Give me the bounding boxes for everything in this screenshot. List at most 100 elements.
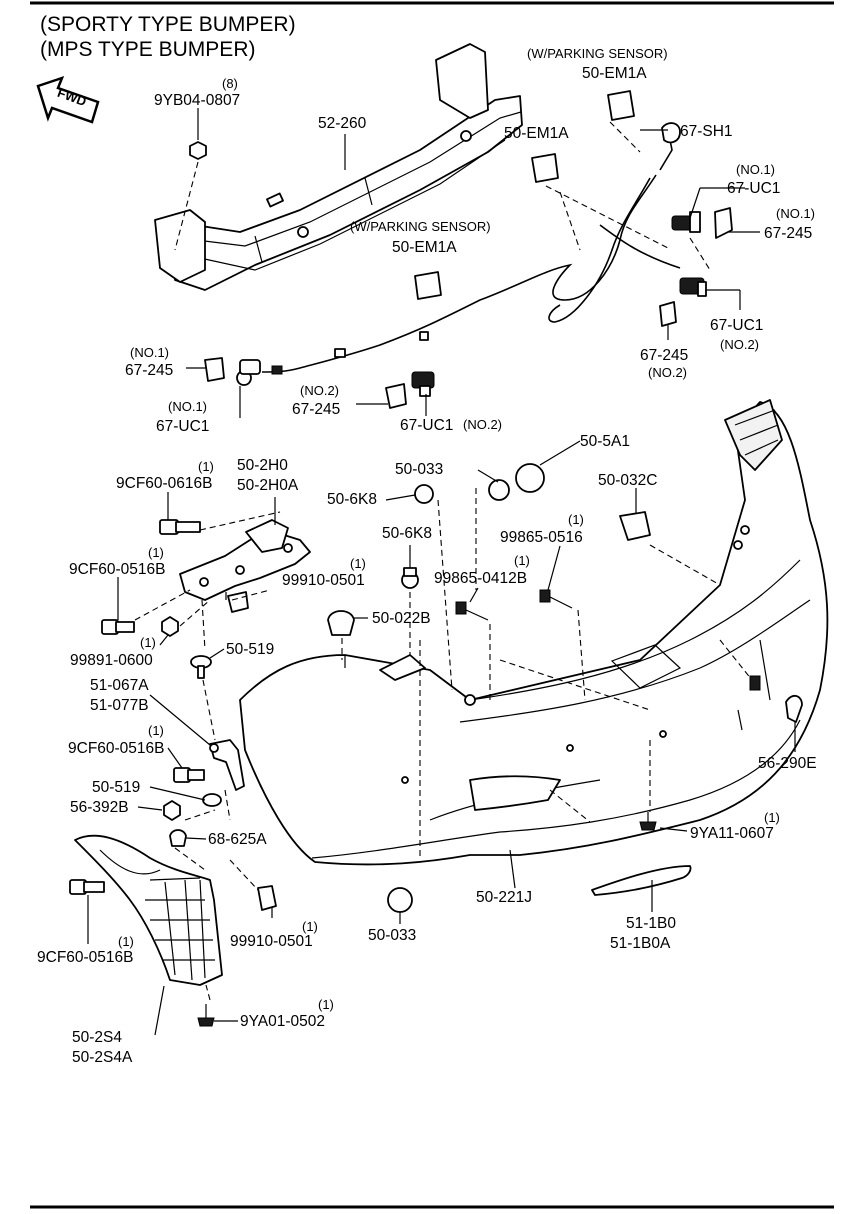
label-9cf60-0516b-a-qty: (1) [148,545,164,560]
label-99865-0412b-qty: (1) [514,553,530,568]
clip-50-032c [619,511,651,541]
bolt-9cf60-0516b-b [173,767,205,783]
label-no1-c: (NO.1) [130,345,169,360]
cap-50-5a1 [515,463,545,493]
label-50-2s4a: 50-2S4A [72,1049,133,1066]
fwd-arrow-icon: FWD [36,75,100,124]
label-9yb04: 9YB04-0807 [154,92,240,109]
clip-67245-right-no1 [714,207,733,239]
title-mps: (MPS TYPE BUMPER) [40,38,255,61]
label-67245-a: 67-245 [764,225,812,242]
retainer-50-519-b [202,793,222,807]
label-67uc1-a: 67-UC1 [727,180,780,197]
label-9cf60-0616b-qty: (1) [198,459,214,474]
label-wps-mid: (W/PARKING SENSOR) [350,219,491,234]
label-99891-0600: 99891-0600 [70,652,153,669]
cap-56-290e [785,695,803,723]
label-50-032c: 50-032C [598,472,657,489]
label-9cf60-0516b-c-qty: (1) [118,934,134,949]
label-50-033-b: 50-033 [368,927,416,944]
label-56-392b: 56-392B [70,799,129,816]
bumper-stop-50-022b [327,610,355,636]
label-99865-0516: 99865-0516 [500,529,583,546]
bumper-diffuser-top [724,399,783,471]
clip-67245-left-no1 [204,357,225,382]
sensor-67uc1-left-no2 [411,371,435,397]
label-67245-d: 67-245 [292,401,340,418]
label-67uc1-d: 67-UC1 [400,417,453,434]
pin-9ya11-0607 [639,812,657,831]
label-67uc1-c: 67-UC1 [156,418,209,435]
bolt-9cf60-0616b [159,519,201,535]
label-9cf60-0516b-b: 9CF60-0516B [68,740,165,757]
label-50-221j: 50-221J [476,889,532,906]
bumper-reinforcement [154,43,523,291]
title-sporty: (SPORTY TYPE BUMPER) [40,13,296,36]
label-99865-0412b: 99865-0412B [434,570,527,587]
label-50-6k8-a: 50-6K8 [327,491,377,508]
label-no2-d: (NO.2) [463,417,502,432]
clip-67245-left-no2 [385,383,407,409]
label-51-1b0a: 51-1B0A [610,935,671,952]
label-99910-0501-b: 99910-0501 [230,933,313,950]
cap-50-033-b [387,887,413,913]
label-no2-c: (NO.2) [300,383,339,398]
label-9ya01-0502: 9YA01-0502 [240,1013,325,1030]
label-9ya01-0502-qty: (1) [318,997,334,1012]
label-52-260: 52-260 [318,115,367,132]
grommet-50-6k8-b [401,567,419,589]
label-no1-a: (NO.1) [736,162,775,177]
bolt-9cf60-0516b-a [101,619,135,635]
clip-68-625a [169,829,187,847]
label-50em1a-top: 50-EM1A [582,65,647,82]
label-50-033-a: 50-033 [395,461,443,478]
screw-99865-0412b [455,601,489,621]
clip-56-392b [163,800,181,821]
screw-99865-0516 [539,589,573,609]
nut-99891-0600 [161,616,179,637]
label-51-077b: 51-077B [90,697,149,714]
label-50-2s4: 50-2S4 [72,1029,122,1046]
label-67uc1-b: 67-UC1 [710,317,763,334]
label-99891-0600-qty: (1) [140,635,156,650]
label-68-625a: 68-625A [208,831,267,848]
label-67sh1: 67-SH1 [680,123,733,140]
label-56-290e: 56-290E [758,755,817,772]
label-50-6k8-b: 50-6K8 [382,525,432,542]
label-wps-top: (W/PARKING SENSOR) [527,46,668,61]
label-51-067a: 51-067A [90,677,149,694]
clip-99910-0501-a [227,591,249,613]
sensor-pad-right [531,153,559,183]
label-99910-0501-b-qty: (1) [302,919,318,934]
sensor-67uc1-right-no1 [671,211,701,233]
pin-9ya01-0502 [197,1004,215,1027]
label-no2-a: (NO.2) [720,337,759,352]
label-50-519-b: 50-519 [92,779,140,796]
label-no1-b: (NO.1) [776,206,815,221]
label-50-519-a: 50-519 [226,641,274,658]
clip-99910-0501-b [257,885,277,911]
label-9yb04-qty: (8) [222,76,238,91]
bracket-51-067a [209,739,245,791]
label-50em1a-mid: 50-EM1A [392,239,457,256]
label-9cf60-0516b-a: 9CF60-0516B [69,561,166,578]
leader-lines [87,129,796,1036]
sensor-pad-top [607,90,635,121]
label-67245-c: 67-245 [125,362,173,379]
side-bracket-50-2h0 [179,519,311,601]
label-no2-b: (NO.2) [648,365,687,380]
reflector-51-1b0 [591,865,692,896]
label-99910-0501-a-qty: (1) [350,556,366,571]
sensor-67uc1-right-no2 [679,277,707,297]
sensor-pad-left [414,271,442,300]
bolt-9cf60-0516b-c [69,879,105,895]
cap-50-033-a [488,479,510,501]
label-50-5a1: 50-5A1 [580,433,630,450]
label-9ya11-0607-qty: (1) [764,810,780,825]
mudguard-50-2s4 [74,834,223,986]
label-50em1a-b: 50-EM1A [504,125,569,142]
label-no1-d: (NO.1) [168,399,207,414]
nut-9yb04 [174,108,207,251]
label-9ya11-0607: 9YA11-0607 [690,825,774,842]
clip-67245-right-no2 [659,301,677,327]
